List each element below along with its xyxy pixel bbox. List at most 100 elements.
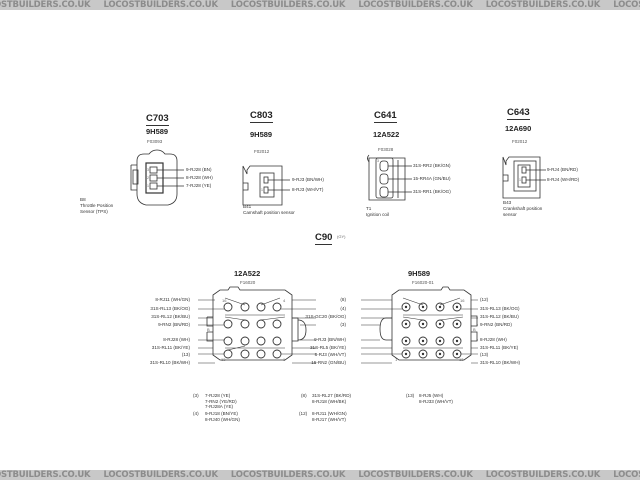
connector-c703-part: 9H589: [146, 127, 169, 136]
c703-wire-2: 8-RJ28 (WH): [186, 175, 213, 180]
connector-c643-id: C643: [507, 107, 530, 120]
note-line: 8-RJ5 (WH): [419, 393, 444, 398]
connector-c643-part: 12A690: [505, 124, 532, 133]
c90-left-part: 12A522: [234, 269, 261, 278]
watermark-text: LOCOSTBUILDERS.CO.UK: [358, 470, 473, 480]
c90-right-wire-3: 31S-RL12 (BK/BU): [480, 314, 519, 319]
watermark-text: LOCOSTBUILDERS.CO.UK: [613, 0, 640, 10]
watermark-text: LOCOSTBUILDERS.CO.UK: [230, 0, 346, 10]
connector-c643-figure: F02012: [512, 139, 528, 144]
note-3-num: (3): [193, 393, 199, 398]
c90-mid-wire-1: (8): [340, 297, 346, 302]
c703-desc-line: B8: [80, 197, 86, 202]
connector-c641-part: 12A522: [373, 130, 400, 139]
c643-description: B43 Crankshaft position sensor: [503, 200, 542, 218]
c803-desc-line: B41: [243, 204, 252, 209]
watermark-text: LOCOSTBUILDERS.CO.UK: [103, 0, 218, 10]
c90-right-connector-shape: [361, 286, 478, 364]
note-13-lines: 8-RJ5 (WH) 8-RJ33 (WH/VT): [419, 393, 453, 404]
watermark-text: LOCOSTBUILDERS.CO.UK: [230, 470, 346, 480]
c90-left-pin-1: 1: [283, 357, 286, 362]
c703-wire-1: 9-RJ28 (BN): [186, 167, 212, 172]
c641-wire-3: 31S-RR1 (BK/OG): [413, 189, 451, 194]
c90-left-key-b: B: [207, 327, 210, 332]
c803-desc-line: Camshaft position sensor: [243, 210, 295, 215]
c641-desc-line: Ignition coil: [366, 212, 389, 217]
c643-pin-1: 1: [519, 178, 521, 182]
connector-c641-id: C641: [374, 110, 397, 123]
c641-description: T1 Ignition coil: [366, 206, 389, 218]
c90-right-pin-16: 16: [460, 298, 465, 303]
note-line: 8-RJ33 (WH/VT): [419, 398, 453, 404]
c643-desc-line: sensor: [503, 212, 517, 217]
c641-connector-shape: [367, 154, 412, 201]
note-8-num: (8): [301, 393, 307, 398]
c90-right-wire-7: (13): [480, 352, 489, 357]
note-line: 7-RJ28 (YE): [205, 393, 231, 398]
c643-desc-line: Crankshaft position: [503, 206, 543, 211]
c90-left-pin-4: 4: [283, 298, 286, 303]
c90-left-figure: F16020: [240, 280, 256, 285]
c803-description: B41 Camshaft position sensor: [243, 204, 295, 216]
c703-pin-2: 2: [147, 176, 149, 180]
c90-left-wire-2: 31S-RL13 (BK/OG): [150, 306, 190, 311]
connector-c803-figure: F02012: [254, 149, 270, 154]
c90-right-wire-1: (12): [480, 297, 489, 302]
note-3-lines: 7-RJ28 (YE) 7-RN2 (YE/RD) 7-RJ28A (YE): [205, 393, 237, 410]
watermark-bottom: LOCOSTBUILDERS.CO.UK LOCOSTBUILDERS.CO.UK…: [0, 470, 640, 480]
c90-left-wire-4: 9-RN2 (BN/RD): [158, 322, 190, 327]
c90-mid-wire-3: 31S-GC20 (BK/OG): [305, 314, 346, 319]
note-12-lines: 8-RJ11 (WH/GN) 8-RJ17 (WH/VT): [312, 411, 347, 422]
c643-desc-line: B43: [503, 200, 512, 205]
c90-right-pin-13: 13: [459, 357, 464, 362]
c90-right-wire-6: 31S-RL11 (BK/YE): [480, 345, 519, 350]
c90-right-wire-5: 8-RJ28 (WH): [480, 337, 507, 342]
c703-pin-1: 1: [147, 184, 149, 188]
watermark-text: LOCOSTBUILDERS.CO.UK: [485, 470, 601, 480]
c90-color-code: (GY): [337, 234, 346, 239]
c703-desc-line: Sensor (TPS): [80, 209, 108, 214]
note-12-num: (12): [299, 411, 308, 416]
c90-left-connector-shape: [198, 286, 316, 364]
c803-pin-1: 1: [261, 188, 263, 192]
c643-wire-2: 8-RJ4 (WH/RD): [547, 177, 580, 182]
note-13-num: (13): [406, 393, 415, 398]
c90-left-wire-5: 8-RJ28 (WH): [163, 337, 190, 342]
c90-right-wire-2: 31S-RL13 (BK/OG): [480, 306, 520, 311]
connector-c703-figure: F03093: [147, 139, 163, 144]
watermark-text: LOCOSTBUILDERS.CO.UK: [613, 470, 640, 480]
watermark-text: LOCOSTBUILDERS.CO.UK: [0, 470, 91, 480]
note-line: 7-RN2 (YE/RD): [205, 398, 237, 404]
watermark-text: LOCOSTBUILDERS.CO.UK: [103, 470, 218, 480]
c641-pin-3: 3: [377, 159, 379, 163]
note-line: 31S-RL27 (BK/RD): [312, 393, 352, 398]
note-8-lines: 31S-RL27 (BK/RD) 8-RJ18 (WH/BK): [312, 393, 351, 404]
c90-mid-wire-2: (4): [340, 306, 346, 311]
c90-mid-wire-4: (3): [340, 322, 346, 327]
watermark-text: LOCOSTBUILDERS.CO.UK: [485, 0, 601, 10]
c90-mid-wire-7: 8-RJ3 (WH/VT): [314, 352, 346, 357]
watermark-text: LOCOSTBUILDERS.CO.UK: [358, 0, 473, 10]
c703-wire-3: 7-RJ28 (YE): [186, 183, 212, 188]
c643-connector-shape: [502, 156, 546, 199]
note-line: 8-RJ17 (WH/VT): [312, 416, 346, 422]
note-line: 8-RJ40 (WH/GN): [205, 416, 240, 422]
c641-wire-2: 15-RR4A (GN/BU): [413, 176, 451, 181]
c803-wire-2: 8-RJ3 (WH/VT): [292, 187, 324, 192]
connector-c641-figure: F03028: [378, 147, 394, 152]
connector-c803-id: C803: [250, 110, 273, 123]
c803-connector-shape: [242, 165, 290, 206]
connector-c90-id: C90: [315, 232, 333, 245]
note-line: 8-RJ18 (WH/BK): [312, 398, 347, 404]
note-4-lines: 9-RJ18 (BN/YE) 8-RJ40 (WH/GN): [205, 411, 240, 422]
c803-wire-1: 9-RJ3 (BN/WH): [292, 177, 324, 182]
c641-desc-line: T1: [366, 206, 372, 211]
c90-left-pin-16: 16: [222, 298, 227, 303]
c90-right-figure: F16020-01: [412, 280, 434, 285]
c90-right-key-b: B: [473, 327, 476, 332]
c703-pin-3: 3: [147, 168, 149, 172]
c90-right-pin-1: 1: [395, 357, 398, 362]
watermark-text: LOCOSTBUILDERS.CO.UK: [0, 0, 91, 10]
c90-left-wire-7: (13): [181, 352, 190, 357]
c90-mid-wire-8: 15-RN2 (GN/BU): [311, 360, 346, 365]
